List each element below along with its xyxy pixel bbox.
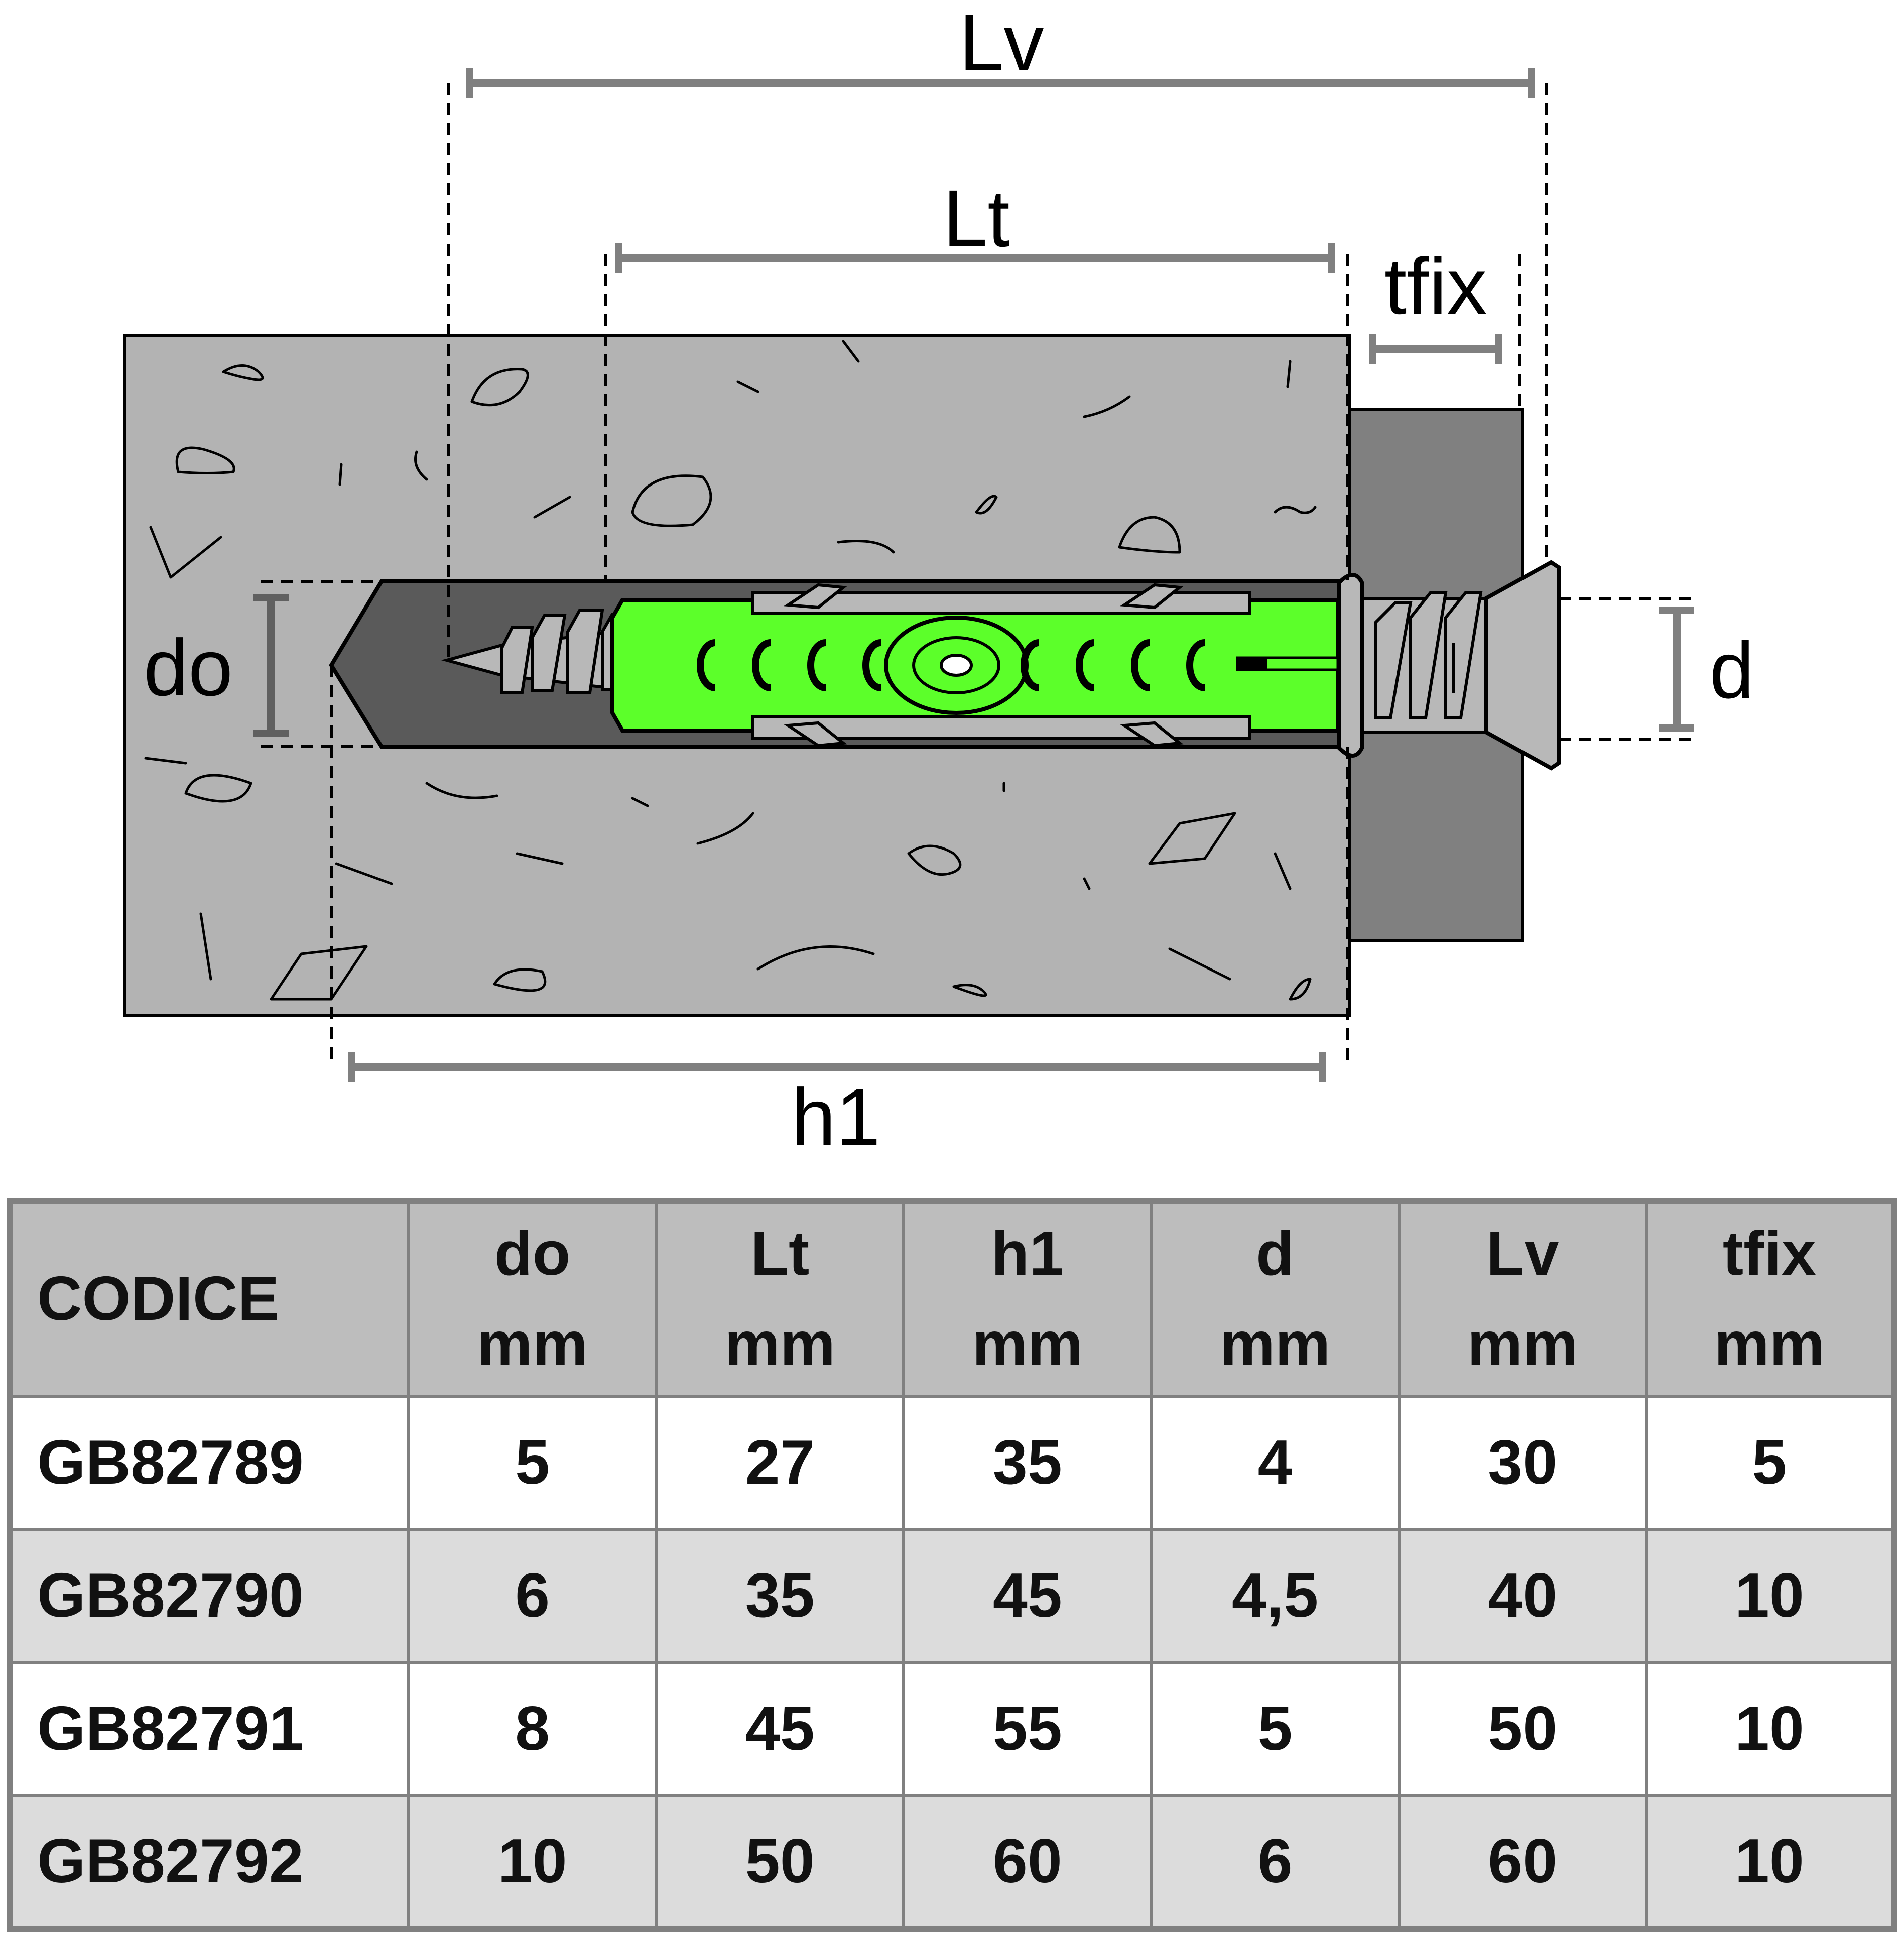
- header-do: do mm: [407, 1199, 658, 1398]
- header-d: d mm: [1150, 1199, 1401, 1398]
- dimension-d: [1659, 607, 1694, 732]
- cell-lt: 35: [655, 1528, 906, 1664]
- cell-d: 5: [1150, 1661, 1401, 1797]
- cell-lv: 30: [1397, 1394, 1648, 1531]
- header-label: tfix: [1722, 1219, 1816, 1289]
- concrete-texture: [144, 340, 1317, 1001]
- dimension-h1: [348, 1052, 1326, 1082]
- table-row: GB82790 6 35 45 4,5 40 10: [9, 1528, 1896, 1664]
- header-label: CODICE: [37, 1264, 280, 1334]
- header-tfix: tfix mm: [1644, 1199, 1896, 1398]
- label-do: do: [144, 623, 233, 712]
- specification-table: CODICE do mm Lt mm h1 mm d mm Lv mm: [7, 1198, 1897, 1932]
- cell-d: 4: [1150, 1394, 1401, 1531]
- reference-lines: [261, 83, 1692, 1064]
- screw-head: [1361, 560, 1561, 771]
- cell-lt: 27: [655, 1394, 906, 1531]
- header-label: d: [1256, 1219, 1294, 1289]
- header-unit: mm: [972, 1309, 1083, 1379]
- nylon-anchor: [610, 583, 1340, 748]
- label-tfix: tfix: [1384, 241, 1487, 331]
- header-codice: CODICE: [9, 1199, 410, 1398]
- cell-lt: 50: [655, 1794, 906, 1931]
- header-lv: Lv mm: [1397, 1199, 1648, 1398]
- header-h1: h1 mm: [902, 1199, 1153, 1398]
- label-h1: h1: [791, 1072, 880, 1162]
- cell-do: 6: [407, 1528, 658, 1664]
- cell-codice: GB82789: [9, 1394, 410, 1531]
- cell-tfix: 5: [1644, 1394, 1896, 1531]
- anchor-collar: [1337, 573, 1364, 758]
- cell-h1: 60: [902, 1794, 1153, 1931]
- table-header-row: CODICE do mm Lt mm h1 mm d mm Lv mm: [9, 1199, 1896, 1398]
- table-row: GB82791 8 45 55 5 50 10: [9, 1661, 1896, 1797]
- cell-tfix: 10: [1644, 1528, 1896, 1664]
- cell-codice: GB82792: [9, 1794, 410, 1931]
- header-unit: mm: [1219, 1309, 1331, 1379]
- table-row: GB82792 10 50 60 6 60 10: [9, 1794, 1896, 1931]
- dimension-do: [253, 594, 289, 737]
- cell-tfix: 10: [1644, 1794, 1896, 1931]
- cell-lv: 50: [1397, 1661, 1648, 1797]
- header-label: do: [494, 1219, 571, 1289]
- cell-h1: 55: [902, 1661, 1153, 1797]
- label-lt: Lt: [943, 173, 1009, 263]
- label-lv: Lv: [959, 0, 1044, 87]
- cell-tfix: 10: [1644, 1661, 1896, 1797]
- header-label: h1: [991, 1219, 1064, 1289]
- header-lt: Lt mm: [655, 1199, 906, 1398]
- cell-d: 6: [1150, 1794, 1401, 1931]
- cell-codice: GB82790: [9, 1528, 410, 1664]
- anchor-cross-section-diagram: Lv Lt tfix do d h1: [123, 0, 1754, 1162]
- header-unit: mm: [1714, 1309, 1825, 1379]
- cell-h1: 35: [902, 1394, 1153, 1531]
- header-unit: mm: [1467, 1309, 1578, 1379]
- label-d: d: [1710, 625, 1754, 715]
- header-unit: mm: [724, 1309, 835, 1379]
- cell-d: 4,5: [1150, 1528, 1401, 1664]
- header-label: Lt: [750, 1219, 810, 1289]
- table-row: GB82789 5 27 35 4 30 5: [9, 1394, 1896, 1531]
- cell-do: 8: [407, 1661, 658, 1797]
- header-unit: mm: [477, 1309, 588, 1379]
- cell-do: 10: [407, 1794, 658, 1931]
- dimension-tfix: [1369, 334, 1502, 364]
- cell-lv: 40: [1397, 1528, 1648, 1664]
- screw-tip: [441, 609, 629, 694]
- cell-lt: 45: [655, 1661, 906, 1797]
- cell-codice: GB82791: [9, 1661, 410, 1797]
- cell-h1: 45: [902, 1528, 1153, 1664]
- cell-do: 5: [407, 1394, 658, 1531]
- dimension-lt: [615, 243, 1335, 273]
- cell-lv: 60: [1397, 1794, 1648, 1931]
- header-label: Lv: [1486, 1219, 1559, 1289]
- dimension-lv: [466, 68, 1535, 98]
